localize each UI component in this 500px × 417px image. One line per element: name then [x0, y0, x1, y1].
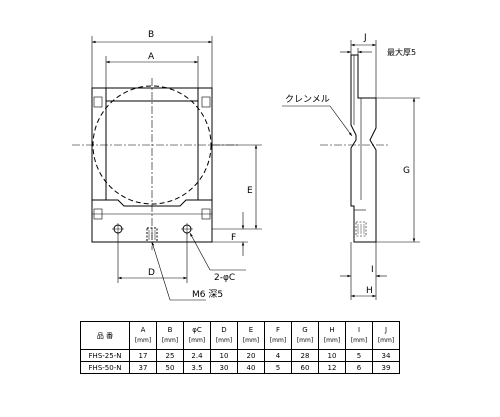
- front-dimensions: [91, 36, 262, 301]
- value-cell: 10: [318, 349, 346, 362]
- value-cell: 28: [291, 349, 319, 362]
- col-header: I[mm]: [345, 321, 373, 350]
- value-cell: 4: [264, 349, 292, 362]
- model-cell: FHS-25-N: [80, 349, 130, 362]
- value-cell: 30: [210, 361, 238, 374]
- value-cell: 6: [345, 361, 373, 374]
- model-header: 品 番: [80, 321, 130, 350]
- value-cell: 20: [237, 349, 265, 362]
- col-header: B[mm]: [156, 321, 184, 350]
- col-header: J[mm]: [372, 321, 400, 350]
- value-cell: 10: [210, 349, 238, 362]
- table-row: FHS-25-N 17 25 2.4 10 20 4 28 10 5 34: [80, 349, 400, 362]
- value-cell: 60: [291, 361, 319, 374]
- value-cell: 34: [372, 349, 400, 362]
- value-cell: 17: [129, 349, 157, 362]
- dim-label-e: E: [247, 186, 253, 196]
- model-cell: FHS-50-N: [80, 361, 130, 374]
- dim-label-a: A: [148, 52, 155, 62]
- dim-label-b: B: [148, 30, 154, 40]
- dim-label-f: F: [231, 233, 236, 243]
- dim-label-max-thickness: 最大厚5: [387, 47, 416, 57]
- value-cell: 50: [156, 361, 184, 374]
- value-cell: 3.5: [183, 361, 211, 374]
- dim-label-j: J: [363, 33, 367, 43]
- side-view: [350, 54, 377, 243]
- clamp-label: クレンメル: [285, 94, 330, 105]
- col-header: E[mm]: [237, 321, 265, 350]
- col-header: H[mm]: [318, 321, 346, 350]
- value-cell: 40: [237, 361, 265, 374]
- center-lines: [72, 78, 388, 250]
- value-cell: 5: [264, 361, 292, 374]
- dim-label-d: D: [148, 268, 155, 278]
- table-row: FHS-50-N 37 50 3.5 30 40 5 60 12 6 39: [80, 361, 400, 374]
- col-header: G[mm]: [291, 321, 319, 350]
- dim-label-i: I: [371, 265, 374, 275]
- value-cell: 39: [372, 361, 400, 374]
- col-header: D[mm]: [210, 321, 238, 350]
- value-cell: 25: [156, 349, 184, 362]
- value-cell: 2.4: [183, 349, 211, 362]
- col-header: F[mm]: [264, 321, 292, 350]
- dim-label-c: 2-φC: [214, 273, 235, 283]
- side-profile: [350, 54, 377, 243]
- table-header-row: 品 番 A[mm] B[mm] φC[mm] D[mm] E[mm] F[mm]…: [80, 321, 400, 350]
- side-dimensions: [282, 40, 420, 300]
- dim-label-g: G: [403, 166, 410, 176]
- value-cell: 12: [318, 361, 346, 374]
- spec-table: 品 番 A[mm] B[mm] φC[mm] D[mm] E[mm] F[mm]…: [80, 321, 400, 374]
- col-header: A[mm]: [129, 321, 157, 350]
- value-cell: 5: [345, 349, 373, 362]
- dim-label-h: H: [366, 286, 373, 296]
- value-cell: 37: [129, 361, 157, 374]
- col-header: φC[mm]: [183, 321, 211, 350]
- dim-label-m6: M6 深5: [192, 289, 223, 300]
